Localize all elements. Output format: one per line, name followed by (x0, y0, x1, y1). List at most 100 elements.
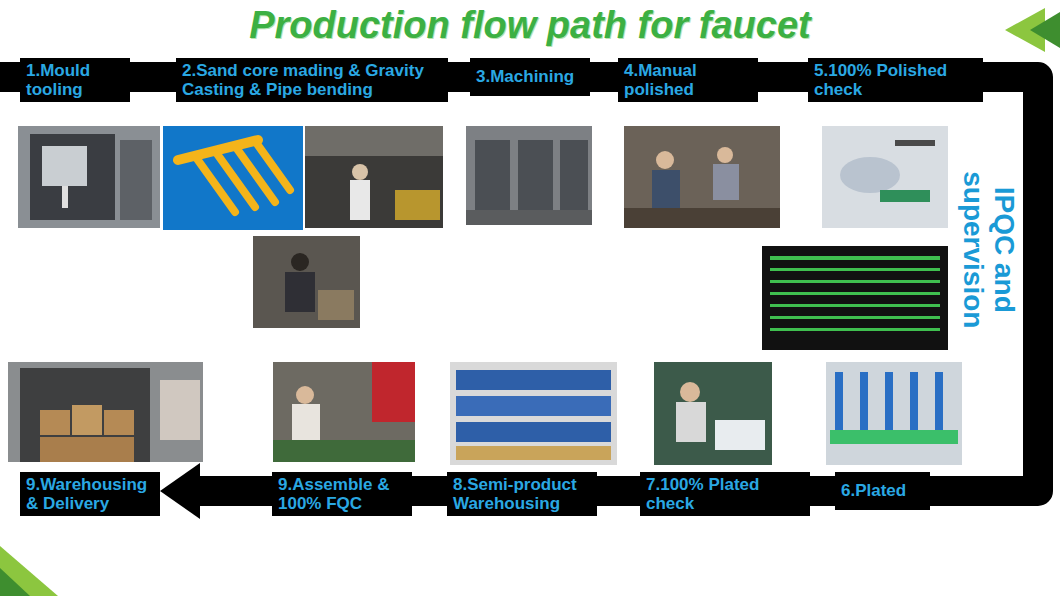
sand-core-photo (195, 141, 290, 212)
cnc-photo (42, 146, 87, 186)
flow-band (448, 62, 470, 92)
container-photo (40, 410, 70, 435)
flow-band (412, 476, 447, 506)
pipe-bending-photo (318, 290, 354, 320)
pipe-bending-photo (253, 236, 360, 328)
plated-check-photo (676, 402, 706, 442)
container-photo (40, 437, 134, 462)
cnc-photo (18, 126, 160, 228)
polishing-photo (656, 151, 674, 169)
assembly-photo (273, 362, 415, 462)
container-photo (72, 405, 102, 435)
cnc-photo (30, 134, 115, 220)
step-box: 1.Mould tooling (20, 58, 130, 102)
step-label: 4.Manual polished (624, 61, 752, 99)
step-label: 1.Mould tooling (26, 61, 124, 99)
flow-band (930, 77, 1038, 491)
plating-line-photo (826, 362, 962, 465)
container-photo (20, 368, 150, 462)
dashboard-photo (770, 268, 940, 271)
sand-core-photo (163, 126, 303, 230)
diagram-title: Production flow path for faucet (0, 4, 1060, 46)
dashboard-photo (770, 256, 940, 260)
flow-band (130, 62, 176, 92)
corner-triangle (0, 568, 30, 596)
warehouse-photo (456, 396, 611, 416)
step-box: 3.Machining (470, 58, 590, 96)
polishing-photo (713, 164, 739, 200)
corner-triangle (1030, 12, 1060, 48)
sand-core-photo (163, 126, 303, 230)
pipe-bending-photo (285, 272, 315, 312)
casting-photo (352, 164, 368, 180)
plating-line-photo (826, 362, 962, 465)
warehouse-photo (456, 422, 611, 442)
polishing-photo (624, 208, 780, 228)
warehouse-photo (450, 362, 617, 465)
plated-check-photo (654, 362, 772, 465)
dashboard-photo (770, 292, 940, 295)
pipe-bending-photo (253, 236, 360, 328)
flow-band (590, 62, 618, 92)
plated-check-photo (654, 362, 772, 465)
step-box: 8.Semi-product Warehousing (447, 472, 597, 516)
step-label: 9.Assemble & 100% FQC (278, 475, 406, 513)
dashboard-photo (762, 246, 948, 350)
step-label: 5.100% Polished check (814, 61, 977, 99)
polishing-photo (652, 170, 680, 210)
flow-band (200, 476, 272, 506)
machining-photo (560, 140, 588, 210)
step-label: 3.Machining (476, 67, 584, 86)
flow-band (597, 476, 640, 506)
side-note: IPQC and supervision (957, 150, 1019, 350)
plating-line-photo (830, 430, 958, 444)
step-box: 6.Plated (835, 472, 930, 510)
flow-band (810, 476, 835, 506)
machining-photo (466, 126, 592, 225)
machining-photo (518, 140, 553, 210)
machining-photo (466, 210, 592, 225)
dashboard-photo (770, 328, 940, 331)
warehouse-photo (450, 362, 617, 465)
container-photo (8, 362, 203, 462)
machining-photo (475, 140, 510, 210)
pipe-bending-photo (291, 253, 309, 271)
step-box: 5.100% Polished check (808, 58, 983, 102)
assembly-photo (296, 386, 314, 404)
plated-check-photo (680, 382, 700, 402)
assembly-photo (273, 440, 415, 462)
assembly-photo (273, 362, 415, 462)
step-box: 9.Assemble & 100% FQC (272, 472, 412, 516)
dashboard-photo (770, 316, 940, 319)
step-box: 9.Warehousing & Delivery (20, 472, 160, 516)
cnc-photo (18, 126, 160, 228)
inspection-photo (822, 126, 948, 228)
polishing-photo (624, 126, 780, 228)
polishing-photo (624, 126, 780, 228)
inspection-photo (840, 157, 900, 193)
casting-photo (305, 126, 443, 228)
container-photo (8, 362, 203, 462)
step-label: 8.Semi-product Warehousing (453, 475, 591, 513)
polishing-photo (717, 147, 733, 163)
warehouse-photo (456, 446, 611, 460)
casting-photo (305, 126, 443, 228)
step-label: 2.Sand core mading & Gravity Casting & P… (182, 61, 442, 99)
container-photo (104, 410, 134, 435)
inspection-photo (880, 190, 930, 202)
assembly-photo (292, 404, 320, 444)
step-box: 4.Manual polished (618, 58, 758, 102)
dashboard-photo (762, 246, 948, 350)
machining-photo (466, 126, 592, 225)
corner-triangle (0, 546, 58, 596)
assembly-photo (372, 362, 415, 422)
step-label: 7.100% Plated check (646, 475, 804, 513)
casting-photo (395, 190, 440, 220)
plated-check-photo (715, 420, 765, 450)
dashboard-photo (770, 304, 940, 307)
warehouse-photo (456, 370, 611, 390)
inspection-photo (895, 140, 935, 146)
casting-photo (350, 180, 370, 220)
flow-band (758, 62, 808, 92)
cnc-photo (62, 186, 68, 208)
